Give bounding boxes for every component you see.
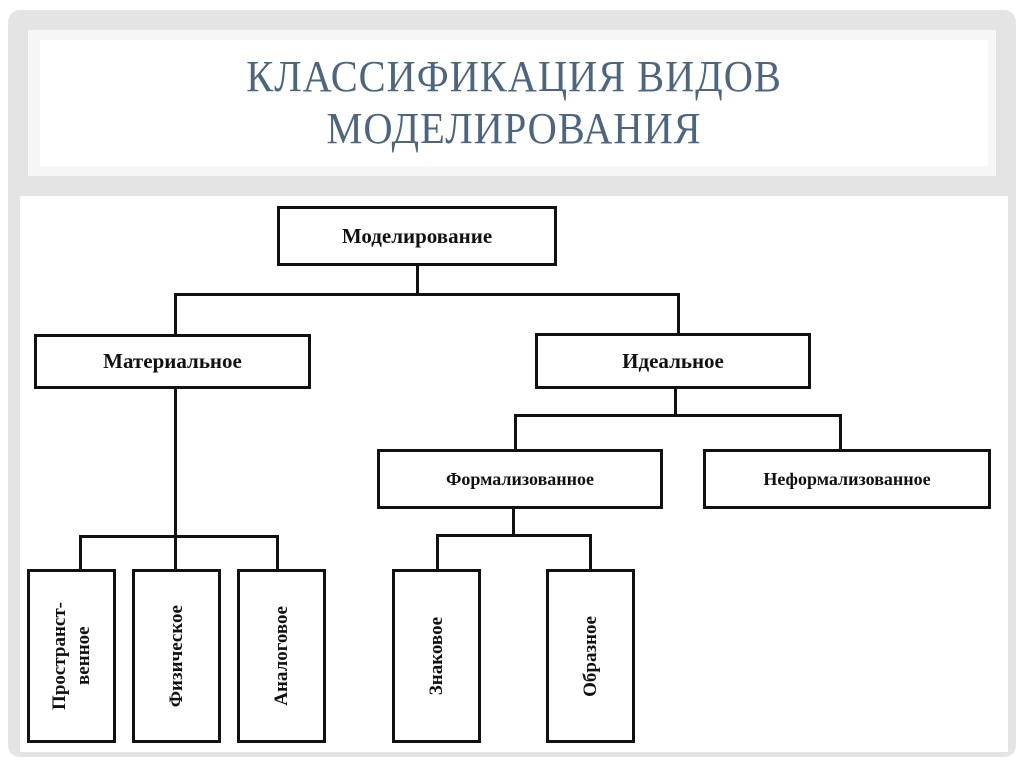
connector bbox=[174, 293, 680, 296]
node-label-line: венное bbox=[72, 626, 94, 686]
node-label: Неформализованное bbox=[763, 468, 931, 489]
node-label: Аналоговое bbox=[270, 606, 292, 706]
node-label: Физическое bbox=[165, 604, 187, 708]
node-analog: Аналоговое bbox=[237, 569, 326, 743]
title-panel: КЛАССИФИКАЦИЯ ВИДОВ МОДЕЛИРОВАНИЯ bbox=[28, 30, 996, 176]
connector bbox=[79, 535, 82, 570]
connector bbox=[589, 534, 592, 570]
connector bbox=[174, 388, 177, 570]
title-line-1: КЛАССИФИКАЦИЯ ВИДОВ bbox=[246, 52, 782, 101]
node-modeling: Моделирование bbox=[277, 206, 557, 266]
node-label: Образное bbox=[579, 615, 601, 697]
connector bbox=[677, 293, 680, 334]
node-label: Моделирование bbox=[341, 223, 493, 248]
node-formalized: Формализованное bbox=[377, 449, 663, 509]
node-label: Пространст- венное bbox=[48, 602, 96, 710]
connector bbox=[174, 293, 177, 335]
node-material: Материальное bbox=[34, 334, 311, 389]
connector bbox=[839, 414, 842, 450]
title-line-2: МОДЕЛИРОВАНИЯ bbox=[326, 104, 702, 153]
node-ideal: Идеальное bbox=[535, 333, 811, 389]
connector bbox=[416, 265, 419, 295]
connector bbox=[514, 414, 842, 417]
connector bbox=[436, 534, 439, 570]
node-label: Знаковое bbox=[425, 616, 447, 696]
connector bbox=[514, 414, 517, 450]
node-label-line: Пространст- bbox=[48, 602, 70, 710]
connector bbox=[436, 534, 592, 537]
slide-title: КЛАССИФИКАЦИЯ ВИДОВ МОДЕЛИРОВАНИЯ bbox=[246, 51, 781, 155]
node-sign: Знаковое bbox=[392, 569, 481, 743]
node-nonformalized: Неформализованное bbox=[703, 449, 991, 509]
node-spatial: Пространст- венное bbox=[27, 569, 116, 743]
node-label: Материальное bbox=[103, 349, 242, 373]
connector bbox=[674, 388, 677, 415]
node-figurative: Образное bbox=[546, 569, 635, 743]
node-physical: Физическое bbox=[132, 569, 221, 743]
node-label: Формализованное bbox=[445, 468, 595, 489]
node-label: Идеальное bbox=[622, 348, 724, 373]
connector bbox=[276, 535, 279, 570]
connector bbox=[79, 535, 279, 538]
connector bbox=[512, 508, 515, 535]
